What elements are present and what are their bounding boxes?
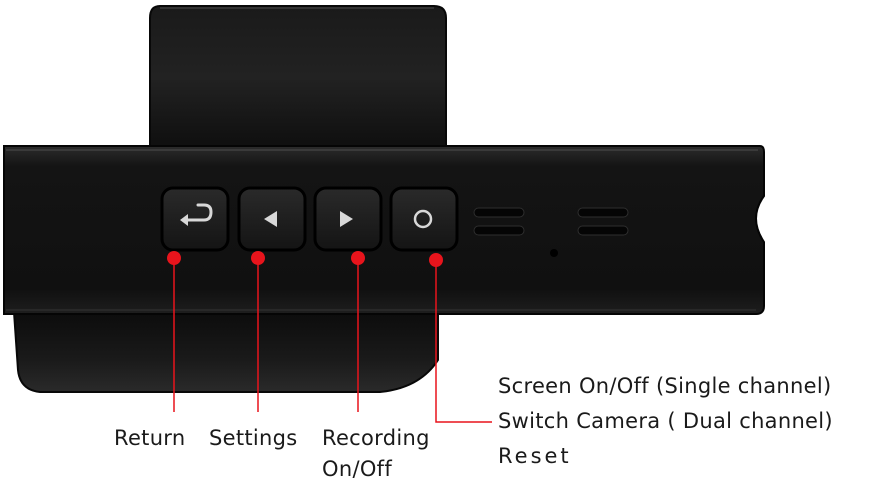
- triangle-left-icon: [264, 211, 277, 227]
- callout-markers: [167, 251, 443, 267]
- vent-slots-left: [473, 207, 525, 236]
- reset-label: Reset: [498, 444, 572, 468]
- recording-label-line1: Recording: [322, 426, 430, 450]
- recording-marker: [351, 251, 365, 265]
- mount-bracket: [149, 5, 447, 151]
- circle-icon: [413, 209, 433, 229]
- recording-button[interactable]: [313, 186, 383, 252]
- lower-housing: [12, 311, 439, 393]
- callout-lines: [173, 260, 492, 423]
- screen-onoff-label: Screen On/Off (Single channel): [498, 374, 832, 398]
- triangle-right-icon: [340, 211, 353, 227]
- return-marker: [167, 251, 181, 265]
- power-callout-line: [435, 260, 492, 423]
- settings-marker: [251, 251, 265, 265]
- vent-slots-right: [577, 207, 629, 236]
- return-arrow-icon: [180, 203, 213, 226]
- return-button[interactable]: [160, 186, 230, 252]
- recording-label-line2: On/Off: [322, 457, 393, 481]
- device-body: [3, 145, 765, 315]
- power-marker: [429, 253, 443, 267]
- reset-pinhole[interactable]: [550, 249, 558, 257]
- settings-button[interactable]: [237, 186, 307, 252]
- return-label: Return: [114, 426, 186, 450]
- power-button[interactable]: [389, 186, 459, 252]
- switch-camera-label: Switch Camera ( Dual channel): [498, 409, 833, 433]
- settings-label: Settings: [209, 426, 298, 450]
